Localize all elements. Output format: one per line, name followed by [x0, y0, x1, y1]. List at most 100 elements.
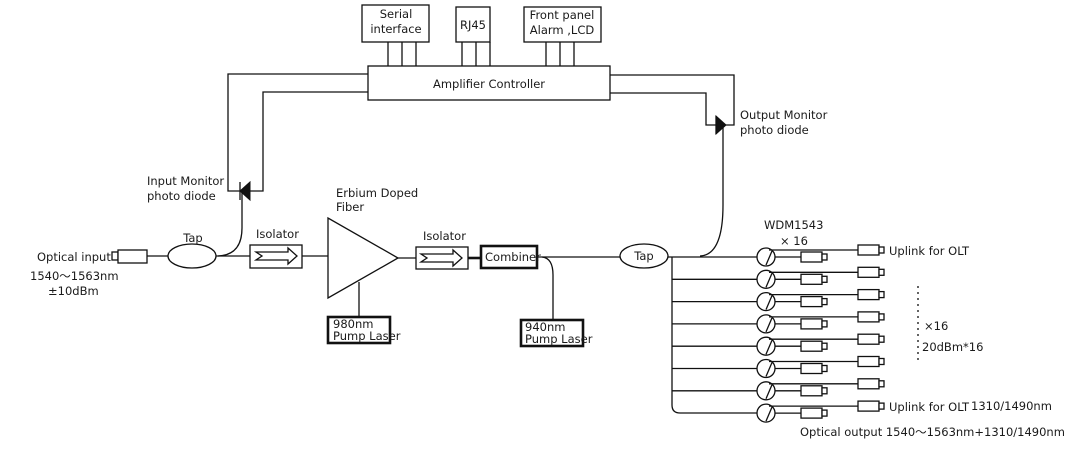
input-tap: [167, 243, 250, 269]
wdm-coupler-mark: [765, 295, 773, 310]
output-monitor-label-2: photo diode: [740, 123, 809, 137]
output-tap: Tap: [619, 243, 760, 414]
combiner: Combiner: [479, 244, 620, 320]
uplink-bottom-wavelength: 1310/1490nm: [971, 399, 1052, 413]
output-connector-tip: [821, 320, 828, 328]
optical-input-connector: [111, 249, 168, 264]
output-connector-tip: [821, 253, 828, 261]
front-panel-label-1: Front panel: [530, 8, 595, 22]
uplink-top-label: Uplink for OLT: [889, 244, 970, 258]
output-connector-icon: [800, 318, 823, 330]
uplink-connector-tip: [878, 246, 885, 254]
wdm-coupler-mark: [765, 317, 773, 333]
isolator-2: [415, 246, 482, 270]
pump-940-label-2: Pump Laser: [525, 332, 593, 346]
uplink-connector-tip: [878, 268, 885, 276]
serial-label-2: interface: [370, 22, 421, 36]
rj45-label: RJ45: [460, 18, 486, 32]
serial-label-1: Serial: [380, 7, 413, 21]
front-panel-label-2: Alarm ,LCD: [530, 23, 595, 37]
pump-laser-940: 940nm Pump Laser: [519, 318, 593, 348]
pump-980-label-2: Pump Laser: [333, 329, 401, 343]
uplink-connector-icon: [857, 266, 880, 278]
output-connector-tip: [821, 342, 828, 350]
output-connector-tip: [821, 387, 828, 395]
output-connector-tip: [821, 409, 828, 417]
wdm-coupler-mark: [765, 406, 773, 422]
edf-label-2: Fiber: [336, 200, 364, 214]
output-connector-icon: [800, 407, 823, 419]
output-tap-label: Tap: [633, 249, 653, 263]
front-panel-box: Front panel Alarm ,LCD: [523, 6, 602, 66]
uplink-connector-icon: [857, 400, 880, 412]
edf-label-1: Erbium Doped: [336, 186, 418, 200]
uplink-connector-tip: [878, 402, 885, 410]
output-connector-tip: [821, 275, 828, 283]
wdm-coupler-icon: [756, 336, 776, 356]
output-connector-icon: [800, 273, 823, 285]
uplink-connector-tip: [878, 357, 885, 366]
serial-interface-box: Serial interface: [361, 4, 430, 66]
uplink-connector-icon: [857, 333, 880, 345]
input-photodiode-icon: [239, 180, 251, 202]
output-connector-tip: [821, 364, 828, 373]
erbium-doped-fiber-amplifier: [327, 216, 416, 317]
uplink-connector-tip: [878, 290, 885, 299]
output-connector-icon: [800, 385, 823, 397]
wdm-count: × 16: [780, 234, 808, 248]
input-wavelength: 1540～1563nm: [30, 269, 119, 283]
optical-input-label: Optical input: [37, 250, 111, 264]
uplink-connector-icon: [857, 355, 880, 368]
output-connector-tip: [821, 297, 828, 306]
amplifier-controller: Amplifier Controller: [367, 65, 611, 101]
output-monitor-wiring: [610, 74, 735, 257]
uplink-connector-icon: [857, 288, 880, 301]
output-monitor-label-1: Output Monitor: [740, 108, 828, 122]
wdm-coupler-icon: [756, 314, 776, 334]
uplink-connector-icon: [857, 311, 880, 323]
wdm-coupler-icon: [756, 381, 776, 401]
wdm-coupler-icon: [756, 403, 776, 423]
wdm-coupler-mark: [765, 384, 773, 400]
rj45-box: RJ45: [455, 6, 491, 66]
isolator-1: [249, 244, 328, 269]
input-monitor-label-2: photo diode: [147, 189, 216, 203]
wdm-label: WDM1543: [764, 218, 823, 232]
isolator-1-label: Isolator: [256, 227, 299, 241]
pump-980-label-1: 980nm: [333, 317, 373, 331]
uplink-connector-tip: [878, 335, 885, 343]
output-multiplier: ×16: [924, 319, 948, 333]
amplifier-triangle-icon: [327, 216, 400, 300]
wdm-coupler-icon: [756, 291, 776, 312]
isolator-2-label: Isolator: [423, 229, 466, 243]
pump-laser-980: 980nm Pump Laser: [326, 315, 401, 345]
pump-940-label-1: 940nm: [525, 320, 565, 334]
isolator-arrow-icon: [253, 246, 298, 266]
combiner-label: Combiner: [485, 250, 541, 264]
wdm-coupler-icon: [756, 358, 776, 379]
input-power: ±10dBm: [48, 284, 99, 298]
output-connector-icon: [800, 295, 823, 308]
output-power: 20dBm*16: [922, 340, 983, 354]
output-connector-icon: [800, 340, 823, 352]
uplink-connector-icon: [857, 378, 880, 390]
output-channels: [672, 244, 885, 423]
wdm-coupler-mark: [765, 250, 773, 266]
wdm-coupler-icon: [756, 247, 776, 267]
uplink-connector-icon: [857, 244, 880, 256]
output-connector-icon: [800, 362, 823, 375]
input-tap-label: Tap: [182, 231, 202, 245]
wdm-coupler-mark: [765, 273, 773, 288]
wdm-coupler-mark: [765, 362, 773, 377]
wdm-coupler-icon: [756, 269, 776, 289]
output-photodiode-icon: [715, 114, 727, 136]
optical-output-label: Optical output 1540～1563nm+1310/1490nm: [800, 425, 1065, 439]
output-connector-icon: [800, 251, 823, 263]
uplink-connector-tip: [878, 380, 885, 388]
uplink-bottom-label: Uplink for OLT: [889, 400, 970, 414]
wdm-coupler-mark: [765, 339, 773, 355]
uplink-connector-tip: [878, 313, 885, 321]
controller-label: Amplifier Controller: [433, 77, 545, 91]
input-monitor-label-1: Input Monitor: [147, 174, 224, 188]
